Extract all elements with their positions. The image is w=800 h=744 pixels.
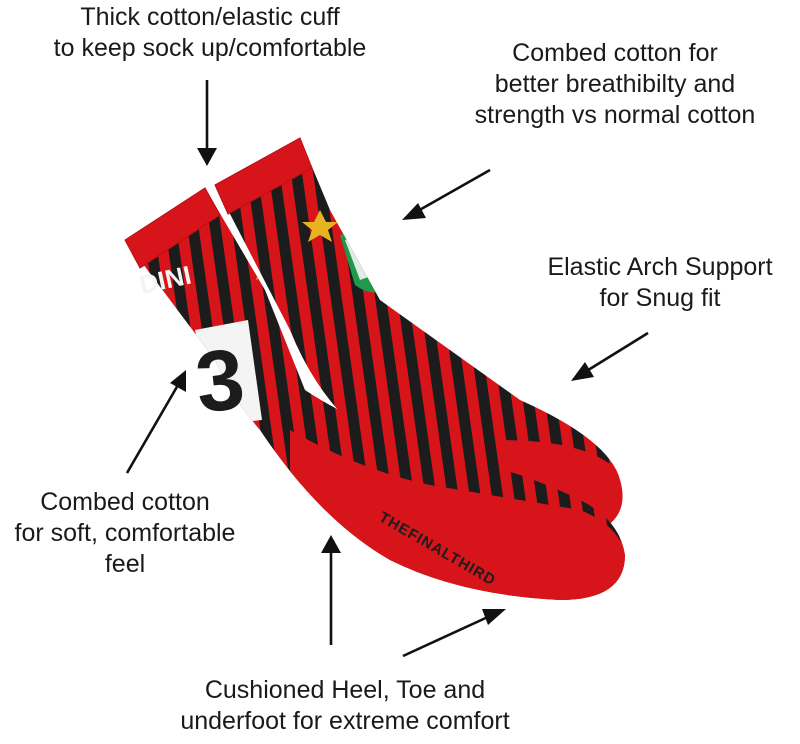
arrow-toe [402,609,506,658]
callout-combed-line-3: strength vs normal cotton [474,101,756,129]
arrow-combed-cotton [402,168,491,220]
callout-soft-line-2: for soft, comfortable [14,519,236,547]
callout-heel-toe: Cushioned Heel, Toe and underfoot for ex… [140,675,550,737]
callout-soft-line-1: Combed cotton [40,488,210,516]
callout-combed-line-2: better breathibilty and [494,70,736,98]
arrow-arch-support [571,331,649,381]
arrow-cuff [197,80,217,166]
callout-combed-line-1: Combed cotton for [512,39,718,67]
callout-cuff-line-1: Thick cotton/elastic cuff [80,3,340,31]
callout-arrows [125,80,649,658]
callout-cuff: Thick cotton/elastic cuff to keep sock u… [20,2,400,64]
callout-arch-line-1: Elastic Arch Support [547,253,773,281]
callout-arch-support: Elastic Arch Support for Snug fit [525,252,795,314]
callout-combed-cotton: Combed cotton for better breathibilty an… [440,38,790,131]
callout-soft-feel: Combed cotton for soft, comfortable feel [0,487,250,580]
sock-number-text: 3 [191,331,249,431]
arrow-heel-underfoot [321,535,341,645]
callout-soft-line-3: feel [104,550,146,578]
callout-cuff-line-2: to keep sock up/comfortable [53,34,367,62]
callout-arch-line-2: for Snug fit [599,284,721,312]
callout-heel-line-1: Cushioned Heel, Toe and [204,676,486,704]
callout-heel-line-2: underfoot for extreme comfort [180,707,510,735]
arrow-soft-feel [125,370,186,474]
